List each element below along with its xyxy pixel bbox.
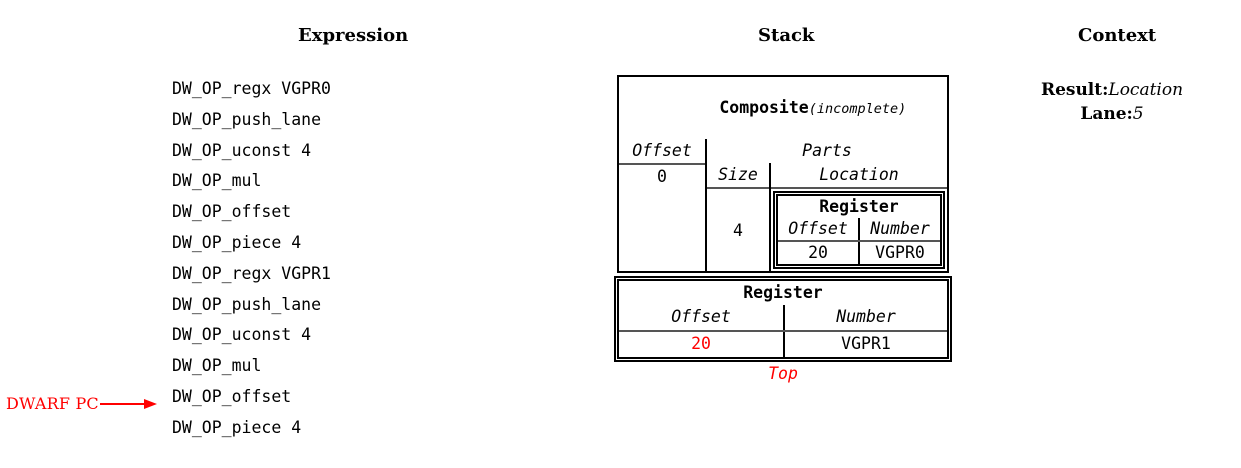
expression-line: DW_OP_push_lane xyxy=(172,109,322,129)
expression-line: DW_OP_uconst 4 xyxy=(172,140,312,160)
column-heading-expression: Expression xyxy=(298,25,409,46)
column-heading-context: Context xyxy=(1078,25,1157,46)
dwarf-pc-marker: DWARF PC xyxy=(6,394,158,413)
expression-line: DW_OP_mul xyxy=(172,356,262,376)
expression-line: DW_OP_piece 4 xyxy=(172,232,302,252)
composite-size-header: Size xyxy=(707,163,769,189)
context-result-row: Result:Location xyxy=(1012,78,1212,102)
composite-location-body: Register Offset Number 20 VGPR0 xyxy=(771,189,947,271)
context-result-value: Location xyxy=(1108,80,1184,100)
register-offset-value: 20 xyxy=(619,332,785,357)
stack-entry-composite: Composite(incomplete) Offset 0 Parts Siz… xyxy=(617,75,949,273)
register-number-header: Number xyxy=(836,307,896,326)
context-lane-value: 5 xyxy=(1132,104,1144,124)
composite-offset-column: Offset 0 xyxy=(619,139,707,271)
composite-title-suffix: (incomplete) xyxy=(808,101,907,117)
composite-location-column: Location Register Offset Number 20 xyxy=(771,163,947,271)
expression-line: DW_OP_piece 4 xyxy=(172,417,302,437)
nested-register-number-header: Number xyxy=(870,219,930,238)
expression-line: DW_OP_regx VGPR1 xyxy=(172,263,331,283)
nested-register-table: Register Offset Number 20 VGPR0 xyxy=(773,191,945,269)
nested-register-number-value: VGPR0 xyxy=(875,243,925,262)
composite-offset-header: Offset xyxy=(619,139,705,165)
nested-register-title: Register xyxy=(819,197,899,216)
stack-area: Composite(incomplete) Offset 0 Parts Siz… xyxy=(614,75,952,383)
expression-line: DW_OP_offset xyxy=(172,202,292,222)
nested-register-offset-header: Offset xyxy=(778,218,860,240)
register-number-value: VGPR1 xyxy=(841,334,891,353)
context-lane-key: Lane: xyxy=(1080,104,1133,124)
composite-offset-value: 0 xyxy=(657,167,667,186)
expression-list: DW_OP_regx VGPR0 DW_OP_push_lane DW_OP_u… xyxy=(172,74,331,444)
composite-size-value: 4 xyxy=(733,220,743,240)
register-offset-header: Offset xyxy=(619,305,785,330)
composite-title-text: Composite xyxy=(719,98,809,117)
context-lane-row: Lane:5 xyxy=(1012,102,1212,126)
expression-line: DW_OP_offset xyxy=(172,386,292,406)
composite-parts-column: Parts Size 4 Location Register Offset xyxy=(707,139,947,271)
register-title: Register xyxy=(743,283,823,302)
expression-line: DW_OP_mul xyxy=(172,171,262,191)
context-result-key: Result: xyxy=(1040,80,1109,100)
composite-parts-header: Parts xyxy=(802,141,852,160)
expression-line: DW_OP_regx VGPR0 xyxy=(172,79,331,98)
composite-size-column: Size 4 xyxy=(707,163,771,271)
expression-line: DW_OP_push_lane xyxy=(172,294,322,314)
stack-top-label: Top xyxy=(768,364,798,383)
stack-entry-register: Register Offset Number 20 VGPR1 xyxy=(614,276,952,362)
expression-line: DW_OP_uconst 4 xyxy=(172,325,312,345)
arrow-right-icon xyxy=(99,398,158,409)
dwarf-pc-label: DWARF PC xyxy=(6,394,99,413)
context-block: Result:Location Lane:5 xyxy=(1012,78,1212,126)
composite-title: Composite(incomplete) xyxy=(619,77,947,139)
nested-register-offset-value: 20 xyxy=(778,242,860,264)
composite-location-header: Location xyxy=(771,163,947,189)
column-heading-stack: Stack xyxy=(758,25,815,46)
